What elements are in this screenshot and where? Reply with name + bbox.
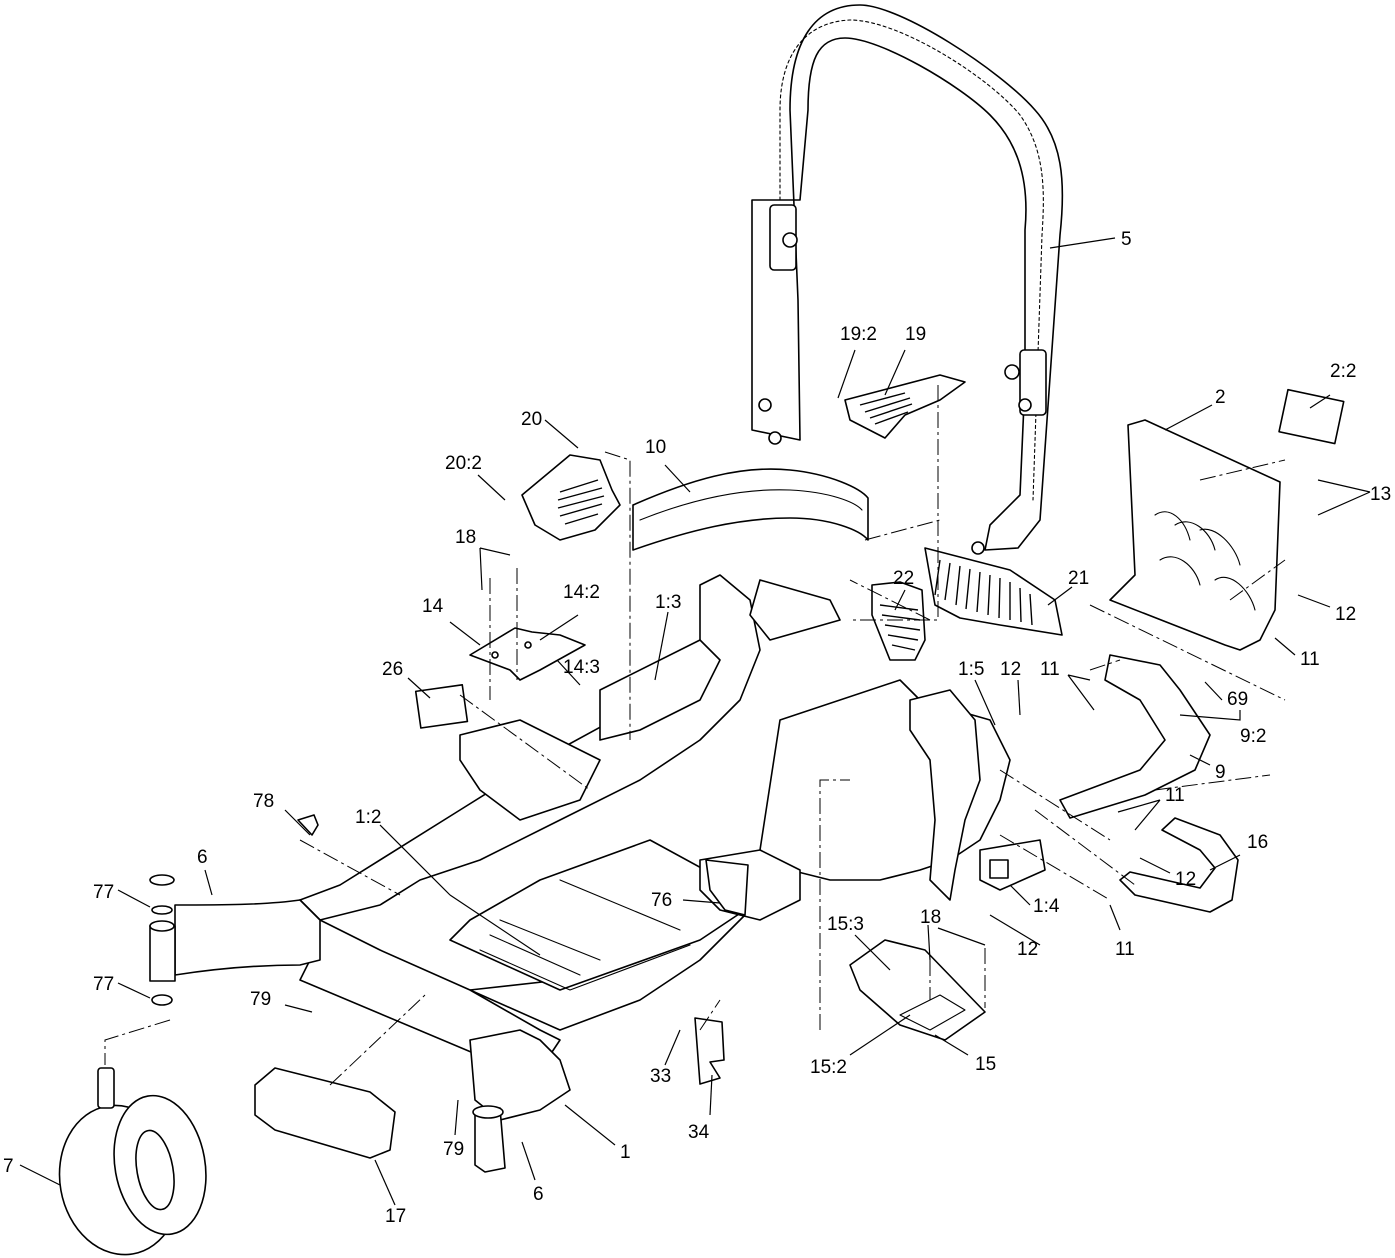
callout-17: 17 [385,1206,406,1227]
callout-20: 20 [521,409,542,430]
guard-22-part [871,581,926,661]
callout-2: 2 [1215,387,1226,408]
callout-18-lower: 18 [920,907,941,928]
callout-7: 7 [3,1156,14,1177]
callout-77-top: 77 [93,882,114,903]
callout-15: 15 [975,1054,996,1075]
callout-12-right: 12 [1335,604,1356,625]
panel-2-part [1109,388,1345,651]
guard-20-part [521,454,621,541]
callout-14-3: 14:3 [563,657,600,678]
phantom-lines [104,385,1286,1086]
callout-69: 69 [1227,689,1248,710]
callout-14: 14 [422,596,444,617]
callout-20-2: 20:2 [445,453,482,474]
callout-9: 9 [1215,762,1226,783]
callout-labels: 5 19:2 19 2:2 2 13 20 10 20:2 18 12 14:2… [3,229,1391,1227]
callout-22: 22 [893,568,914,589]
caster-wheel-part [58,874,321,1256]
callout-12-mid: 12 [1000,659,1021,680]
main-frame-part [299,574,1046,1173]
callout-79-left: 79 [250,989,271,1010]
callout-5: 5 [1121,229,1132,250]
callout-11-bottom: 11 [1115,939,1135,960]
callout-12-lower: 12 [1175,869,1196,890]
callout-21: 21 [1068,568,1089,589]
bumper-9-part [1059,654,1211,819]
small-parts [254,814,749,1159]
callout-1-5: 1:5 [958,659,984,680]
callout-1: 1 [620,1142,631,1163]
callout-6-top: 6 [197,847,208,868]
callout-10: 10 [645,437,666,458]
callout-14-2: 14:2 [563,582,600,603]
callout-77-bottom: 77 [93,974,114,995]
callout-19: 19 [905,324,926,345]
callout-11-right: 11 [1300,649,1320,670]
plate-15-part [849,939,986,1041]
callout-34: 34 [688,1122,710,1143]
callout-1-2: 1:2 [355,807,381,828]
roll-bar-part [751,4,1064,555]
callout-18-top: 18 [455,527,476,548]
callout-11-lower: 11 [1165,785,1185,806]
callout-11-mid: 11 [1040,659,1060,680]
plate-14-part [414,627,586,729]
callout-26: 26 [382,659,403,680]
callout-2-2: 2:2 [1330,361,1356,382]
shield-10-part [632,468,869,551]
callout-15-3: 15:3 [827,914,864,935]
callout-12-bottom: 12 [1017,939,1038,960]
callout-19-2: 19:2 [840,324,877,345]
callout-78: 78 [253,791,274,812]
callout-13: 13 [1370,484,1391,505]
callout-9-2: 9:2 [1240,726,1266,747]
callout-6-bottom: 6 [533,1184,544,1205]
callout-76: 76 [651,890,672,911]
callout-1-3: 1:3 [655,592,681,613]
callout-15-2: 15:2 [810,1057,847,1078]
callout-79-bottom: 79 [443,1139,464,1160]
guard-21-part [924,547,1063,636]
callout-33: 33 [650,1066,671,1087]
callout-16: 16 [1247,832,1268,853]
callout-1-4: 1:4 [1033,896,1060,917]
bracket-19-part [844,374,966,439]
leader-lines [19,237,1371,1206]
